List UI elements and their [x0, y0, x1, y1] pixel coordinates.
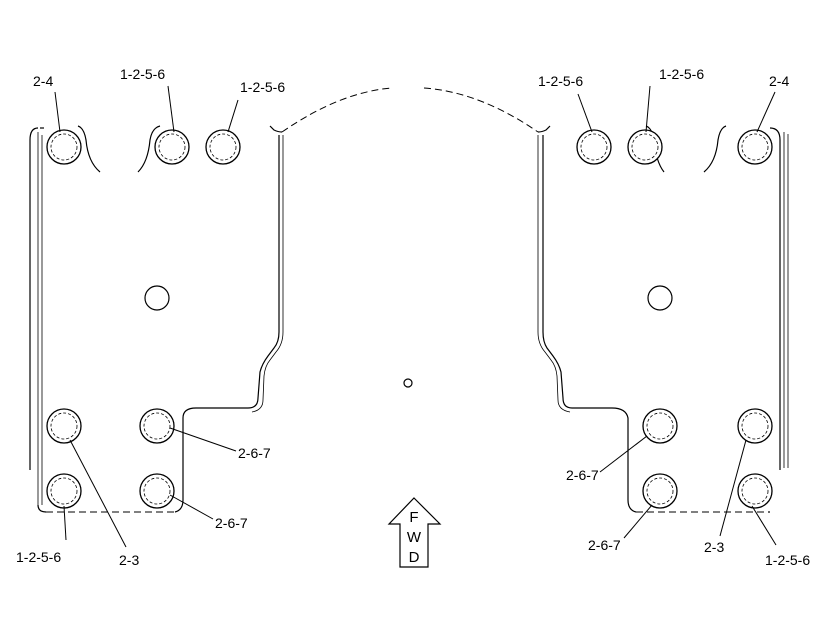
leader-lines: [54, 85, 777, 548]
hole-tr-2: [627, 129, 663, 165]
callout-left-lower-inner-top: 2-6-7: [238, 445, 271, 461]
hole-tl-1: [46, 129, 82, 165]
hole-lr-1: [642, 408, 678, 444]
left-tooling-hole: [144, 285, 170, 311]
callout-top-right-mid: 1-2-5-6: [659, 66, 704, 82]
callout-right-bottom-outer: 1-2-5-6: [765, 552, 810, 568]
center-pin-hole: [403, 378, 413, 388]
callout-top-left-inner: 1-2-5-6: [240, 79, 285, 95]
hole-ll-3: [46, 473, 82, 509]
callout-left-bottom-mid: 2-3: [119, 552, 139, 568]
left-plate: [29, 87, 393, 513]
forward-arrow: F W D: [387, 497, 442, 568]
callout-top-right-inner: 1-2-5-6: [538, 73, 583, 89]
callout-top-left-corner: 2-4: [33, 73, 53, 89]
right-tooling-hole: [647, 285, 673, 311]
fwd-letter-f: F: [409, 509, 418, 526]
hole-tl-3: [205, 129, 241, 165]
callout-right-bottom-mid: 2-3: [704, 539, 724, 555]
hole-lr-4: [737, 473, 773, 509]
hole-tl-2: [154, 129, 190, 165]
bolt-holes: [46, 129, 773, 509]
callout-top-left-mid: 1-2-5-6: [120, 66, 165, 82]
fwd-letter-w: W: [407, 529, 422, 546]
callout-right-lower-inner-top: 2-6-7: [566, 467, 599, 483]
callout-left-lower-inner-bottom: 2-6-7: [215, 515, 248, 531]
hole-lr-2: [737, 408, 773, 444]
hole-ll-4: [139, 473, 175, 509]
hole-lr-3: [642, 473, 678, 509]
hole-ll-2: [139, 408, 175, 444]
hole-tr-3: [737, 129, 773, 165]
right-plate: [423, 87, 789, 513]
fwd-letter-d: D: [409, 549, 420, 566]
callout-left-bottom-outer: 1-2-5-6: [16, 549, 61, 565]
hole-tr-1: [576, 129, 612, 165]
callout-labels: 2-4 1-2-5-6 1-2-5-6 1-2-5-6 1-2-5-6 2-4 …: [16, 66, 810, 568]
callout-right-lower-inner-bottom: 2-6-7: [588, 537, 621, 553]
callout-top-right-corner: 2-4: [769, 73, 789, 89]
hole-ll-1: [46, 408, 82, 444]
